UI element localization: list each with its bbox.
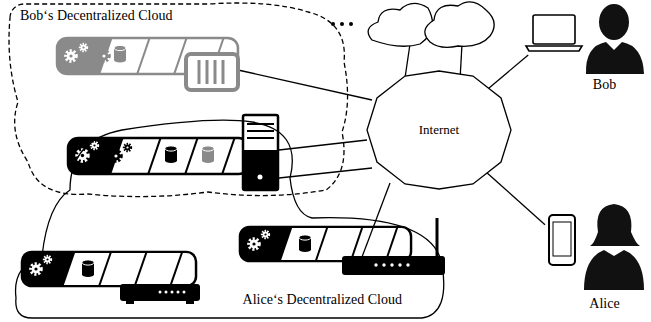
laptop-screen [533, 15, 575, 44]
router-box [342, 256, 445, 275]
modem-leds [159, 291, 186, 294]
storage-icon [165, 146, 177, 163]
person-body [586, 42, 644, 74]
modem-foot [126, 300, 134, 304]
wire [238, 70, 372, 100]
container-bar [240, 227, 411, 261]
power-led [258, 175, 263, 180]
user-node: Alice [560, 292, 649, 316]
network-link [487, 173, 545, 225]
cloud-icon [425, 2, 494, 48]
gear-icon [262, 231, 269, 238]
outline [9, 3, 348, 197]
gear-icon [99, 51, 109, 61]
outline [367, 71, 511, 189]
rack-server [186, 54, 238, 90]
region-cloud-outline [8, 2, 348, 198]
dot [340, 22, 344, 26]
region-title: Alice‘s Decentralized Cloud [243, 292, 402, 308]
server-bays [247, 124, 274, 138]
grey-node [57, 38, 238, 90]
user-node: Bob [560, 74, 649, 96]
shared-node [68, 115, 278, 190]
modem-box [120, 284, 200, 301]
storage-icon [114, 45, 126, 62]
bob-figure [526, 4, 644, 74]
public-clouds [368, 2, 494, 48]
tower-server [243, 115, 278, 190]
rack-slats [199, 60, 223, 84]
network-link [488, 55, 528, 88]
cloud-icon [368, 3, 432, 46]
dot [349, 22, 353, 26]
gear-icon [66, 51, 76, 61]
gear-icon [44, 256, 51, 263]
wire [279, 168, 372, 178]
alice-node-left [22, 252, 200, 304]
person-head [599, 4, 629, 40]
container-bar [68, 138, 249, 174]
region-cloud: Bob‘s Decentralized Cloud [8, 2, 348, 198]
node-label: Internet [419, 122, 459, 138]
modem-foot [186, 300, 194, 304]
container-bar [22, 252, 196, 286]
link-line [487, 173, 545, 225]
person-body [584, 250, 644, 290]
gear-icon [31, 264, 41, 274]
gear-icon [249, 239, 259, 249]
wire [405, 44, 410, 78]
alice-node-right [240, 218, 445, 275]
phone-body [549, 215, 575, 265]
gear-icon [80, 44, 87, 51]
region-title: Bob‘s Decentralized Cloud [20, 8, 172, 24]
storage-icon [202, 146, 214, 163]
alice-figure [549, 204, 644, 290]
gear-icon [124, 144, 131, 151]
gear-icon [91, 142, 98, 149]
phone-screen [553, 222, 571, 256]
node-label: Alice [589, 296, 619, 312]
laptop-base [526, 46, 582, 51]
router-leds [374, 263, 409, 266]
storage-icon [299, 235, 311, 252]
storage-icon [82, 260, 94, 277]
wire [279, 140, 367, 150]
link-line [488, 55, 528, 88]
internet-node: Internet [365, 70, 513, 190]
person-hair [590, 204, 640, 246]
server-base [243, 150, 278, 190]
gear-icon [111, 151, 121, 161]
node-label: Bob [593, 77, 616, 93]
